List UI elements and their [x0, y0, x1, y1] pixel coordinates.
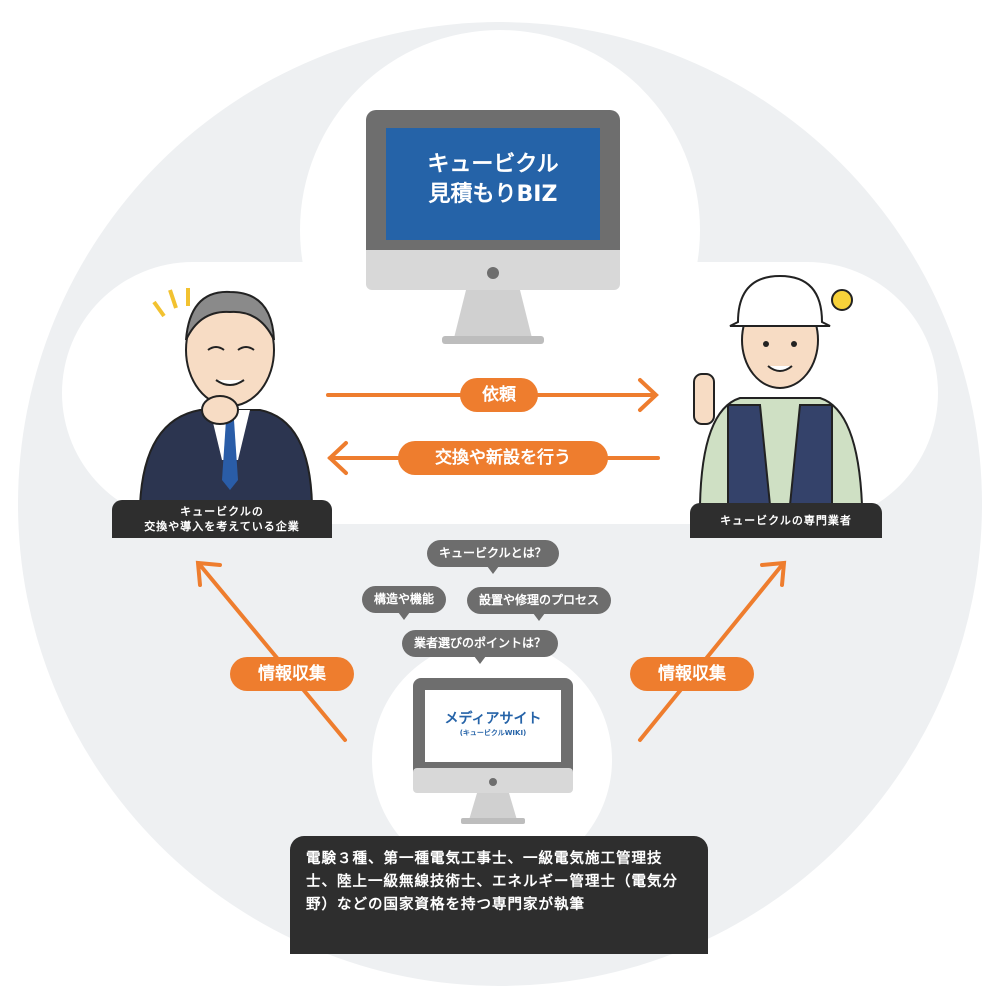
- company-label-line1: キュービクルの: [180, 505, 264, 518]
- replace-label: 交換や新設を行う: [398, 441, 608, 475]
- media-monitor: [413, 678, 573, 824]
- question-bubble: 構造や機能: [362, 586, 447, 620]
- question-bubble: 設置や修理のプロセス: [467, 587, 612, 621]
- question-bubble: キュービクルとは？: [427, 540, 559, 574]
- info-left-arrow: [198, 563, 347, 742]
- platform-title: キュービクル 見積もりBIZ: [386, 150, 600, 210]
- author-description: 電験３種、第一種電気工事士、一級電気施工管理技士、陸上一級無線技術士、エネルギー…: [290, 836, 708, 954]
- businessman-illustration: [138, 288, 314, 505]
- media-site-subtitle: (キュービクルWIKI): [459, 729, 527, 737]
- question-bubble: 業者選びのポイントは？: [402, 630, 559, 664]
- media-site-name: メディアサイト: [444, 711, 542, 727]
- request-label: 依頼: [460, 378, 538, 412]
- contractor-illustration: [693, 274, 864, 505]
- info-right-arrow: [638, 563, 784, 742]
- company-label: キュービクルの 交換や導入を考えている企業: [112, 500, 332, 538]
- company-label-line2: 交換や導入を考えている企業: [144, 520, 300, 533]
- platform-title-line1: キュービクル: [427, 152, 559, 177]
- platform-title-line2: 見積もりBIZ: [428, 182, 558, 207]
- info-gathering-left-label: 情報収集: [230, 657, 354, 691]
- contractor-label: キュービクルの専門業者: [690, 503, 882, 538]
- info-gathering-right-label: 情報収集: [630, 657, 754, 691]
- platform-monitor: [366, 110, 620, 344]
- media-site-title: メディアサイト (キュービクルWIKI): [425, 708, 561, 738]
